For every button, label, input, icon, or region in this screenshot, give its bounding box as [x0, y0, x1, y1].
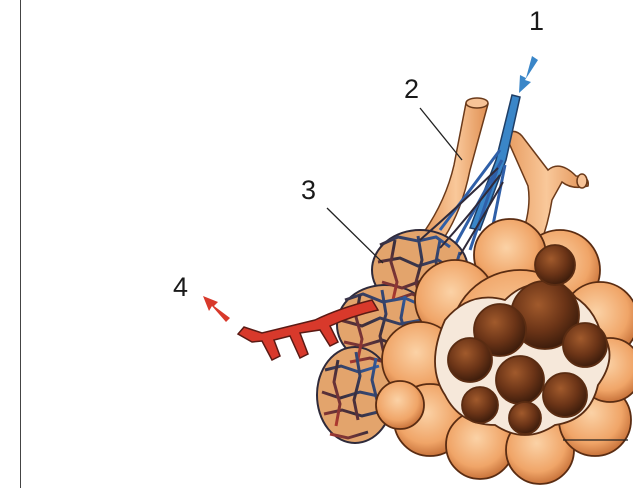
- leader-line-3: [327, 208, 383, 263]
- label-2: 2: [404, 76, 419, 103]
- leader-line-2: [420, 108, 462, 160]
- label-4: 4: [173, 274, 188, 301]
- inflow-arrow-icon: [519, 56, 538, 93]
- label-3: 3: [301, 177, 316, 204]
- outflow-arrow-icon: [203, 296, 230, 322]
- label-1: 1: [529, 8, 544, 35]
